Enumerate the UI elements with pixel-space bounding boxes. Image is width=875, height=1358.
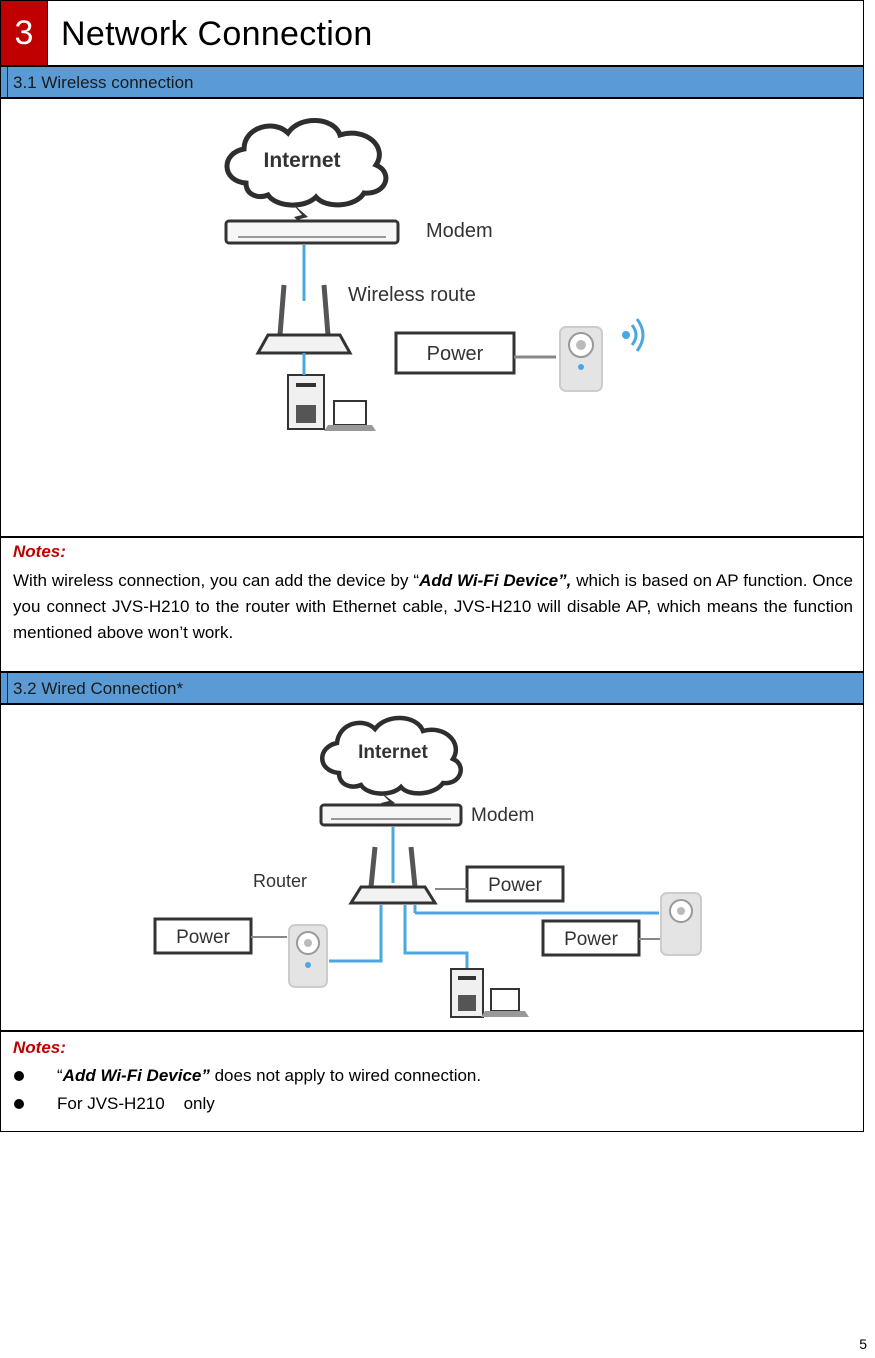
router-icon (255, 284, 353, 355)
chapter-header: 3 Network Connection (0, 0, 864, 66)
wireless-notes-text: With wireless connection, you can add th… (13, 571, 854, 642)
lightning-icon (292, 203, 308, 231)
camera-icon (559, 326, 603, 392)
internet-label: Internet (263, 149, 340, 172)
cloud-icon: Internet (320, 715, 463, 796)
notes-heading: Notes: (13, 1038, 66, 1057)
wireless-diagram-box: Internet Modem Wireless route Power (0, 98, 864, 537)
wifi-signal-icon (622, 318, 645, 352)
lightning-icon (379, 791, 395, 815)
pc-tower-icon (287, 374, 325, 430)
chapter-number: 3 (1, 1, 48, 65)
power-label-top: Power (488, 875, 543, 896)
power-box (394, 331, 516, 375)
modem-icon (224, 219, 400, 245)
section-heading-wired: 3.2 Wired Connection* (0, 672, 864, 704)
section-heading-wireless: 3.1 Wireless connection (0, 66, 864, 98)
camera-icon (288, 924, 328, 988)
wireless-notes: Notes: With wireless connection, you can… (0, 537, 864, 672)
list-item: For JVS-H210 only (1, 1090, 853, 1118)
wired-notes-list: “Add Wi-Fi Device” does not apply to wir… (1, 1062, 853, 1118)
modem-icon (319, 803, 463, 827)
modem-label: Modem (426, 220, 493, 242)
wired-notes: Notes: “Add Wi-Fi Device” does not apply… (0, 1031, 864, 1132)
wireless-router-label: Wireless route (348, 284, 476, 306)
power-box-left (153, 917, 253, 955)
list-item: “Add Wi-Fi Device” does not apply to wir… (1, 1062, 853, 1090)
camera-icon (660, 892, 702, 956)
internet-label: Internet (358, 742, 428, 763)
laptop-icon (324, 400, 376, 431)
bullet-icon (14, 1099, 24, 1109)
wired-diagram-box: Internet Modem Router Power (0, 704, 864, 1031)
wireless-connection-diagram: Internet Modem Wireless route Power (224, 118, 645, 431)
wired-connection-diagram: Internet Modem Router Power (153, 715, 702, 1018)
page-number: 5 (859, 1336, 867, 1352)
cloud-icon: Internet (224, 118, 389, 208)
power-label-right: Power (564, 929, 619, 950)
router-label: Router (253, 871, 307, 891)
laptop-icon (481, 988, 529, 1017)
add-wifi-device-term: Add Wi-Fi Device”, (419, 571, 572, 590)
power-label-left: Power (176, 927, 231, 948)
notes-heading: Notes: (13, 542, 66, 561)
modem-label: Modem (471, 805, 534, 826)
bullet-icon (14, 1071, 24, 1081)
router-icon (348, 846, 438, 905)
chapter-title: Network Connection (61, 15, 373, 53)
power-label: Power (427, 343, 484, 365)
pc-tower-icon (450, 968, 484, 1018)
power-box-top (465, 865, 565, 903)
